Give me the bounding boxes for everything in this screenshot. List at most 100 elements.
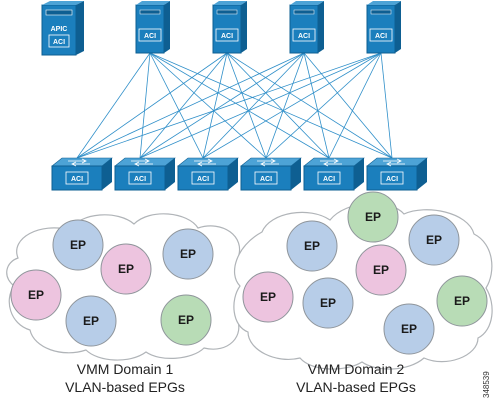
endpoint-label: EP	[28, 288, 44, 302]
apic-aci-label: ACI	[53, 39, 65, 46]
leaf-switch: ACI	[114, 157, 176, 191]
endpoint-label: EP	[83, 314, 99, 328]
domain-2-subtitle: VLAN-based EPGs	[296, 379, 416, 395]
spine-aci-logo: ACI	[292, 28, 316, 42]
endpoint-blue: EP	[162, 228, 214, 280]
fabric-link	[76, 52, 305, 159]
apic-label: APIC	[51, 26, 68, 33]
leaf-switch: ACI	[240, 157, 302, 191]
leaf-arrows-icon	[383, 158, 405, 167]
fabric-link	[149, 52, 204, 159]
spine-top	[136, 1, 170, 5]
domain-1-subtitle: VLAN-based EPGs	[65, 379, 185, 395]
leaf-switch: ACI	[366, 157, 428, 191]
endpoint-blue: EP	[286, 220, 338, 272]
leaf-switch: ACI	[303, 157, 365, 191]
spine-side	[318, 1, 324, 53]
fabric-link	[139, 52, 382, 159]
endpoint-circle	[242, 271, 294, 323]
endpoint-label: EP	[260, 290, 276, 304]
endpoint-circle	[160, 294, 212, 346]
fabric-link	[226, 52, 393, 159]
aci-logo-icon	[65, 171, 89, 185]
aci-logo-label: ACI	[298, 33, 310, 40]
leaf-arrows-icon	[320, 158, 342, 167]
figure-id: 348539	[482, 371, 491, 398]
aci-logo-label: ACI	[375, 33, 387, 40]
leaf-aci-logo: ACI	[380, 171, 404, 185]
endpoint-circle	[383, 303, 435, 355]
aci-logo-icon	[128, 171, 152, 185]
fabric-link	[226, 52, 267, 159]
leaf-body	[240, 165, 292, 191]
leaf-side	[354, 158, 364, 190]
endpoint-label: EP	[373, 263, 389, 277]
fabric-link	[265, 52, 305, 159]
leaf-body	[114, 165, 166, 191]
endpoint-blue: EP	[302, 277, 354, 329]
aci-logo-label: ACI	[197, 176, 209, 183]
aci-logo-label: ACI	[71, 176, 83, 183]
endpoint-green: EP	[436, 275, 488, 327]
aci-logo-label: ACI	[144, 33, 156, 40]
apic-side	[76, 1, 84, 55]
spine-side	[164, 1, 170, 53]
fabric-link	[76, 52, 151, 159]
spine-switch: ACI	[212, 1, 247, 54]
leaf-body	[303, 165, 355, 191]
apic-aci-logo-icon	[48, 34, 70, 48]
leaf-arrows-icon	[194, 158, 216, 167]
endpoint-pink: EP	[100, 243, 152, 295]
apic-top	[42, 1, 84, 5]
leaf-aci-logo: ACI	[65, 171, 89, 185]
endpoint-circle	[286, 220, 338, 272]
fabric-link	[380, 52, 393, 159]
endpoint-circle	[355, 244, 407, 296]
spine-aci-logo: ACI	[215, 28, 239, 42]
endpoint-label: EP	[454, 294, 470, 308]
aci-logo-icon	[369, 28, 393, 42]
endpoint-label: EP	[304, 239, 320, 253]
endpoint-label: EP	[178, 313, 194, 327]
apic-bay	[45, 9, 73, 16]
aci-logo-icon	[292, 28, 316, 42]
aci-logo-label: ACI	[323, 176, 335, 183]
endpoint-green: EP	[347, 191, 399, 243]
endpoint-circle	[10, 269, 62, 321]
aci-logo-icon	[191, 171, 215, 185]
aci-logo-icon	[380, 171, 404, 185]
spine-top	[290, 1, 324, 5]
fabric-link	[202, 52, 305, 159]
spine-aci-logo: ACI	[369, 28, 393, 42]
fabric-links	[76, 52, 393, 159]
domain-1-title: VMM Domain 1	[77, 361, 174, 377]
spine-side	[241, 1, 247, 53]
endpoint-label: EP	[401, 322, 417, 336]
leaf-side	[102, 158, 112, 190]
endpoint-label: EP	[118, 262, 134, 276]
fabric-link	[139, 52, 305, 159]
endpoint-blue: EP	[52, 219, 104, 271]
spine-top	[367, 1, 401, 5]
fabric-link	[202, 52, 228, 159]
endpoint-blue: EP	[383, 303, 435, 355]
endpoint-circle	[436, 275, 488, 327]
fabric-link	[76, 52, 382, 159]
fabric-link	[202, 52, 382, 159]
leaf-side	[291, 158, 301, 190]
endpoint-blue: EP	[65, 295, 117, 347]
aci-logo-icon	[254, 171, 278, 185]
fabric-link	[149, 52, 330, 159]
leaf-aci-logo: ACI	[317, 171, 341, 185]
endpoint-label: EP	[320, 296, 336, 310]
spine-aci-logo: ACI	[138, 28, 162, 42]
spine-bay	[139, 9, 161, 15]
leaf-arrows-icon	[257, 158, 279, 167]
domain-2-title: VMM Domain 2	[308, 361, 405, 377]
leaf-switches: ACI ACI ACI ACI ACI ACI	[51, 157, 428, 191]
leaf-aci-logo: ACI	[128, 171, 152, 185]
fabric-link	[139, 52, 151, 159]
